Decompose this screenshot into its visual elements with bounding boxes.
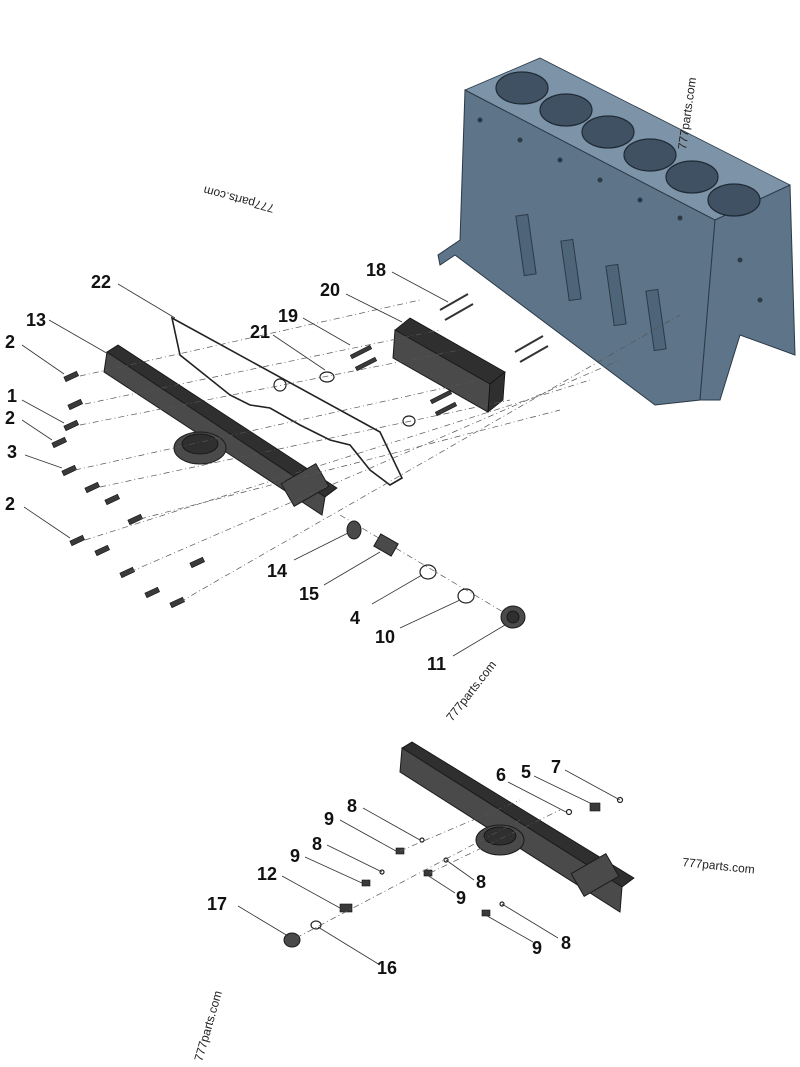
- o-ring-10: [457, 588, 475, 604]
- assembly-centerlines: [74, 299, 681, 623]
- callout-10: 10: [375, 627, 395, 647]
- callout-3: 3: [7, 442, 17, 462]
- callout-9-c: 9: [456, 888, 466, 908]
- oil-cooler-cover-13: [103, 344, 338, 516]
- callout-7: 7: [551, 757, 561, 777]
- cap-11: [500, 605, 526, 629]
- engine-block: [437, 57, 796, 406]
- callout-5: 5: [521, 762, 531, 782]
- cover-bolts-upper: [51, 370, 206, 609]
- callout-19: 19: [278, 306, 298, 326]
- callout-2-a: 2: [5, 332, 15, 352]
- lower-small-parts: [283, 796, 624, 948]
- callout-labels: 18 20 22 19 21 13 2 1 2 3 2 14 15 4 10 1…: [5, 260, 571, 978]
- callout-2-c: 2: [5, 494, 15, 514]
- callout-8-b: 8: [312, 834, 322, 854]
- callout-22: 22: [91, 272, 111, 292]
- cover-lower: [399, 741, 635, 913]
- callout-18: 18: [366, 260, 386, 280]
- callout-9-b: 9: [290, 846, 300, 866]
- watermark-top-mirrored: 777parts.com: [202, 183, 276, 215]
- callout-16: 16: [377, 958, 397, 978]
- callout-20: 20: [320, 280, 340, 300]
- callout-17: 17: [207, 894, 227, 914]
- long-bolts-18: [439, 293, 549, 363]
- watermark-right: 777parts.com: [682, 855, 756, 877]
- callout-6: 6: [496, 765, 506, 785]
- callout-13: 13: [26, 310, 46, 330]
- small-gaskets-21: [319, 371, 416, 427]
- oil-cooler-20: [392, 317, 506, 413]
- callout-leaders: [21, 271, 621, 966]
- studs-19: [349, 344, 458, 417]
- callout-15: 15: [299, 584, 319, 604]
- o-ring-4: [419, 564, 437, 580]
- callout-2-b: 2: [5, 408, 15, 428]
- callout-21: 21: [250, 322, 270, 342]
- watermark-bottom-left: 777parts.com: [191, 989, 224, 1063]
- callout-11: 11: [427, 654, 446, 674]
- callout-8-c: 8: [476, 872, 486, 892]
- fitting-14: [346, 520, 362, 540]
- fitting-15: [373, 533, 399, 557]
- callout-9-a: 9: [324, 809, 334, 829]
- cylinder-bores: [495, 71, 761, 217]
- callout-1: 1: [7, 386, 17, 406]
- callout-9-d: 9: [532, 938, 542, 958]
- callout-12: 12: [257, 864, 277, 884]
- callout-8-a: 8: [347, 796, 357, 816]
- watermark-middle: 777parts.com: [443, 658, 499, 724]
- callout-14: 14: [267, 561, 287, 581]
- callout-8-d: 8: [561, 933, 571, 953]
- callout-4: 4: [350, 608, 360, 628]
